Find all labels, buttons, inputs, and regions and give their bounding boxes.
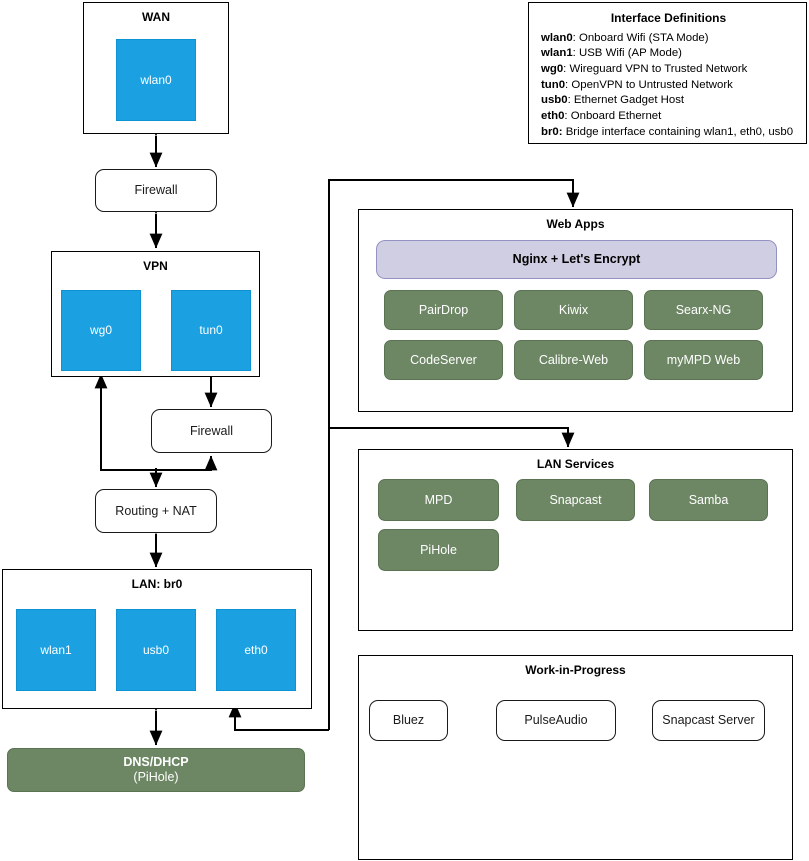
- firewall-wan[interactable]: Firewall: [95, 169, 217, 212]
- web-app-codeserver[interactable]: CodeServer: [384, 340, 503, 380]
- lan-service-snapcast[interactable]: Snapcast: [516, 479, 635, 521]
- web-app-codeserver-label: CodeServer: [410, 352, 477, 367]
- web-app-kiwix-label: Kiwix: [558, 302, 589, 317]
- legend-desc-usb0: : Ethernet Gadget Host: [567, 94, 685, 107]
- lan-service-pihole-label: PiHole: [420, 542, 457, 557]
- interface-eth0-label: eth0: [244, 642, 268, 657]
- nginx-proxy-label: Nginx + Let's Encrypt: [512, 252, 641, 266]
- interface-tun0[interactable]: tun0: [171, 290, 251, 371]
- work-in-progress-group: Work-in-Progress: [358, 655, 793, 860]
- interface-wlan0[interactable]: wlan0: [116, 39, 196, 121]
- legend-row-br0: br0: Bridge interface containing wlan1, …: [541, 125, 796, 141]
- web-app-pairdrop-label: PairDrop: [418, 302, 469, 317]
- legend-row-usb0: usb0: Ethernet Gadget Host: [541, 93, 796, 109]
- legend-row-wg0: wg0: Wireguard VPN to Trusted Network: [541, 62, 796, 78]
- firewall-vpn-label: Firewall: [189, 423, 234, 438]
- legend-name-wlan0: wlan0: [541, 31, 573, 44]
- dns-dhcp-pihole[interactable]: DNS/DHCP (PiHole): [7, 748, 305, 792]
- lan-service-samba[interactable]: Samba: [649, 479, 768, 521]
- wan-title: WAN: [142, 10, 170, 24]
- lan-services-title: LAN Services: [536, 457, 615, 471]
- wip-node-pulseaudio[interactable]: PulseAudio: [496, 700, 616, 741]
- wip-node-snapcast-server[interactable]: Snapcast Server: [652, 700, 765, 741]
- web-app-calibre-web[interactable]: Calibre-Web: [514, 340, 633, 380]
- web-app-searxng[interactable]: Searx-NG: [644, 290, 763, 330]
- legend-title: Interface Definitions: [610, 11, 727, 25]
- vpn-title: VPN: [143, 259, 168, 273]
- legend-desc-eth0: : Onboard Ethernet: [564, 110, 662, 123]
- legend-desc-wlan1: : USB Wifi (AP Mode): [572, 47, 682, 60]
- lan-service-mpd-label: MPD: [424, 492, 453, 507]
- lan-service-mpd[interactable]: MPD: [378, 479, 499, 521]
- wire-junction-to-firewall: [156, 455, 218, 471]
- lan-service-pihole[interactable]: PiHole: [378, 529, 499, 571]
- wire-junction-to-wg0: [94, 373, 156, 471]
- wip-node-bluez[interactable]: Bluez: [369, 700, 448, 741]
- interface-wg0-label: wg0: [89, 323, 112, 338]
- legend-name-br0: br0:: [541, 125, 563, 138]
- web-app-searxng-label: Searx-NG: [675, 302, 732, 317]
- wire-trunk-to-lan-services: [329, 427, 575, 448]
- interface-usb0-label: usb0: [142, 642, 170, 657]
- legend-desc-wg0: : Wireguard VPN to Trusted Network: [563, 63, 748, 76]
- legend-row-tun0: tun0: OpenVPN to Untrusted Network: [541, 78, 796, 94]
- interface-wlan1-label: wlan1: [40, 642, 72, 657]
- interface-wlan0-label: wlan0: [140, 72, 172, 87]
- wip-node-bluez-label: Bluez: [392, 713, 425, 727]
- routing-nat[interactable]: Routing + NAT: [95, 489, 217, 533]
- wip-node-snapcast-server-label: Snapcast Server: [662, 713, 755, 727]
- lan-title: LAN: br0: [131, 577, 183, 591]
- interface-tun0-label: tun0: [199, 323, 223, 338]
- work-in-progress-title: Work-in-Progress: [525, 663, 626, 677]
- nginx-lets-encrypt-proxy[interactable]: Nginx + Let's Encrypt: [376, 240, 777, 279]
- dns-dhcp-subtitle: (PiHole): [133, 770, 179, 784]
- legend-name-tun0: tun0: [541, 78, 566, 91]
- legend-name-wg0: wg0: [541, 63, 564, 76]
- lan-service-samba-label: Samba: [688, 492, 729, 507]
- legend-row-wlan1: wlan1: USB Wifi (AP Mode): [541, 46, 796, 62]
- interface-definitions-legend: Interface Definitions wlan0: Onboard Wif…: [528, 2, 807, 144]
- interface-eth0[interactable]: eth0: [216, 609, 296, 691]
- legend-row-wlan0: wlan0: Onboard Wifi (STA Mode): [541, 31, 796, 47]
- legend-desc-wlan0: : Onboard Wifi (STA Mode): [572, 31, 709, 44]
- interface-wg0[interactable]: wg0: [61, 290, 141, 371]
- web-app-kiwix[interactable]: Kiwix: [514, 290, 633, 330]
- legend-name-wlan1: wlan1: [541, 47, 573, 60]
- routing-nat-label: Routing + NAT: [115, 503, 197, 518]
- lan-service-snapcast-label: Snapcast: [549, 492, 602, 507]
- web-app-calibre-web-label: Calibre-Web: [538, 352, 609, 367]
- web-app-mympd-web[interactable]: myMPD Web: [644, 340, 763, 380]
- dns-dhcp-title: DNS/DHCP: [123, 755, 189, 769]
- legend-desc-tun0: : OpenVPN to Untrusted Network: [565, 78, 733, 91]
- web-app-mympd-web-label: myMPD Web: [666, 352, 741, 367]
- web-apps-title: Web Apps: [546, 217, 605, 231]
- legend-desc-br0: Bridge interface containing wlan1, eth0,…: [562, 125, 794, 138]
- firewall-wan-label: Firewall: [134, 183, 178, 197]
- legend-name-eth0: eth0: [541, 110, 565, 123]
- interface-wlan1[interactable]: wlan1: [16, 609, 96, 691]
- web-app-pairdrop[interactable]: PairDrop: [384, 290, 503, 330]
- wip-node-pulseaudio-label: PulseAudio: [524, 713, 588, 727]
- legend-name-usb0: usb0: [541, 94, 568, 107]
- legend-row-eth0: eth0: Onboard Ethernet: [541, 109, 796, 125]
- interface-usb0[interactable]: usb0: [116, 609, 196, 691]
- firewall-vpn[interactable]: Firewall: [151, 409, 272, 453]
